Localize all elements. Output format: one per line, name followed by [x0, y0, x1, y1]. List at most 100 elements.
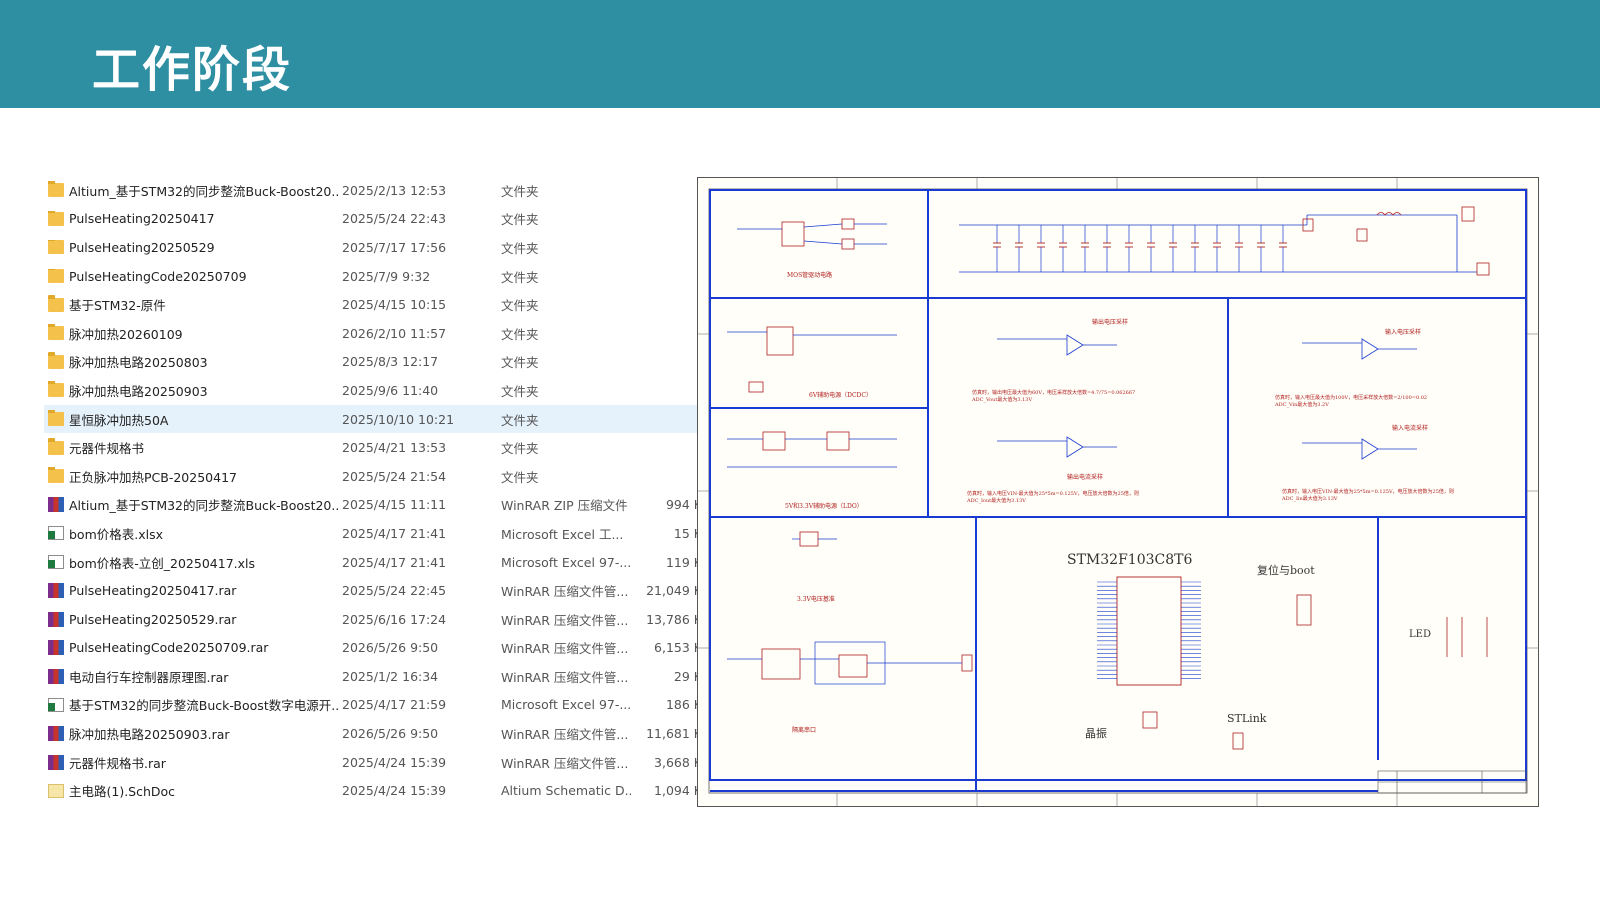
folder-icon [48, 239, 64, 255]
sampling-notes: 仿真时，输出电压最大值为60V，电压采样放大倍数=4.7/75=0.062667… [966, 389, 1454, 504]
mcu-symbol [1116, 576, 1182, 686]
caption-uart: 隔离串口 [792, 726, 816, 734]
file-date: 2025/5/24 22:43 [342, 211, 447, 227]
file-name: 脉冲加热电路20250903.rar [69, 727, 230, 743]
excel-icon [48, 526, 64, 541]
svg-text:ADC_Iout最大值为3.13V: ADC_Iout最大值为3.13V [966, 497, 1026, 504]
file-name-cell[interactable]: PulseHeatingCode20250709.rar [48, 640, 338, 656]
file-type: 文件夹 [501, 355, 539, 371]
file-name: 元器件规格书 [69, 441, 145, 457]
file-date: 2025/10/10 10:21 [342, 411, 455, 427]
file-name-cell[interactable]: 元器件规格书 [48, 438, 338, 457]
file-name-cell[interactable]: 脉冲加热20260109 [48, 323, 338, 343]
file-name-cell[interactable]: 主电路(1).SchDoc [48, 781, 338, 800]
file-row[interactable]: PulseHeatingCode20250709.rar 2026/5/26 9:… [44, 634, 704, 663]
file-name-cell[interactable]: PulseHeating20250529.rar [48, 611, 338, 627]
svg-text:ADC_Vout最大值为3.13V: ADC_Vout最大值为3.13V [971, 396, 1032, 403]
file-date: 2025/5/24 22:45 [342, 583, 447, 599]
file-name-cell[interactable]: PulseHeatingCode20250709 [48, 268, 338, 284]
file-size: 11,681 K [646, 726, 702, 742]
file-type: 文件夹 [501, 212, 539, 228]
file-row[interactable]: PulseHeating20250417 2025/5/24 22:43 文件夹 [44, 205, 704, 234]
capacitor [1103, 225, 1111, 272]
file-date: 2025/4/15 10:15 [342, 297, 447, 313]
file-name: PulseHeating20250417 [69, 211, 215, 227]
sheet-border [697, 177, 1539, 807]
file-type: 文件夹 [501, 383, 539, 399]
file-type: 文件夹 [501, 298, 539, 314]
file-type: WinRAR 压缩文件管... [501, 755, 629, 771]
file-name-cell[interactable]: Altium_基于STM32的同步整流Buck-Boost20... [48, 495, 338, 514]
reset-boot-label: 复位与boot [1257, 563, 1315, 577]
folder-icon [48, 352, 64, 369]
file-name: 星恒脉冲加热50A [69, 412, 169, 428]
file-date: 2025/2/13 12:53 [342, 182, 447, 198]
file-date: 2025/4/17 21:59 [342, 697, 447, 713]
excel-icon [48, 697, 64, 712]
folder-icon [48, 323, 64, 341]
file-name: PulseHeating20250529 [69, 239, 215, 255]
file-date: 2026/5/26 9:50 [342, 640, 439, 656]
section-frames [709, 189, 1527, 792]
file-row[interactable]: 基于STM32-原件 2025/4/15 10:15 文件夹 [44, 290, 704, 319]
file-name-cell[interactable]: PulseHeating20250417 [48, 211, 338, 226]
file-row[interactable]: Altium_基于STM32的同步整流Buck-Boost20...2025/2… [44, 176, 704, 205]
file-date: 2025/4/17 21:41 [342, 525, 447, 541]
file-name-cell[interactable]: PulseHeating20250529 [48, 239, 338, 255]
file-name: PulseHeatingCode20250709.rar [69, 640, 269, 656]
capacitor [1147, 225, 1155, 272]
caption-ref33: 3.3V电压基准 [797, 595, 835, 603]
file-name-cell[interactable]: 电动自行车控制器原理图.rar [48, 667, 338, 686]
file-name: 电动自行车控制器原理图.rar [69, 669, 229, 685]
file-date: 2025/4/15 11:11 [342, 497, 447, 513]
file-name: PulseHeatingCode20250709 [69, 268, 247, 284]
file-row[interactable]: Altium_基于STM32的同步整流Buck-Boost20...2025/4… [44, 491, 704, 520]
file-row[interactable]: 基于STM32的同步整流Buck-Boost数字电源开...2025/4/17 … [44, 691, 704, 720]
file-name-cell[interactable]: 星恒脉冲加热50A [48, 409, 338, 429]
file-type: 文件夹 [501, 469, 539, 485]
file-name: 元器件规格书.rar [69, 755, 166, 771]
folder-icon [48, 438, 64, 455]
file-name-cell[interactable]: 脉冲加热电路20250903 [48, 380, 338, 400]
capacitor [1213, 225, 1221, 272]
file-name: Altium_基于STM32的同步整流Buck-Boost20... [69, 498, 338, 514]
rar-icon [48, 668, 64, 684]
file-name-cell[interactable]: 脉冲加热电路20250903.rar [48, 724, 338, 743]
file-name-cell[interactable]: 脉冲加热电路20250803 [48, 352, 338, 371]
file-type: WinRAR 压缩文件管... [501, 669, 629, 685]
caption-out-i: 输出电流采样 [1067, 473, 1103, 481]
folder-icon [48, 409, 64, 427]
file-name-cell[interactable]: bom价格表-立创_20250417.xls [48, 553, 338, 572]
file-name: 基于STM32-原件 [69, 298, 166, 314]
file-date: 2025/4/17 21:41 [342, 554, 447, 570]
file-name-cell[interactable]: bom价格表.xlsx [48, 524, 338, 543]
file-name-cell[interactable]: 正负脉冲加热PCB-20250417 [48, 466, 338, 486]
file-date: 2025/7/9 9:32 [342, 268, 431, 284]
capacitor [1279, 225, 1287, 272]
file-name-cell[interactable]: Altium_基于STM32的同步整流Buck-Boost20... [48, 180, 338, 200]
folder-icon [48, 211, 64, 226]
file-name-cell[interactable]: 基于STM32的同步整流Buck-Boost数字电源开... [48, 695, 338, 714]
stlink-label: STLink [1227, 712, 1267, 725]
file-date: 2026/5/26 9:50 [342, 726, 439, 742]
file-name-cell[interactable]: PulseHeating20250417.rar [48, 583, 338, 599]
file-name-cell[interactable]: 元器件规格书.rar [48, 753, 338, 772]
file-name: 正负脉冲加热PCB-20250417 [69, 469, 237, 485]
file-name-cell[interactable]: 基于STM32-原件 [48, 295, 338, 314]
